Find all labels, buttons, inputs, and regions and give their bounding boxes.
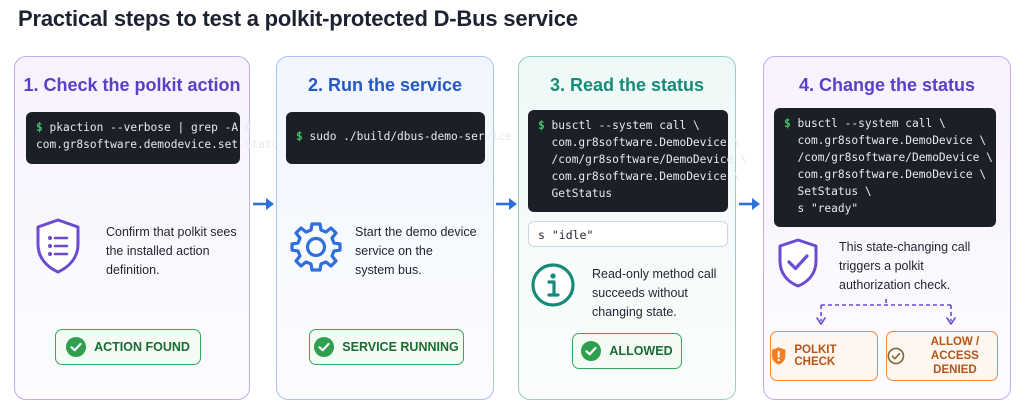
command-line: com.gr8software.DemoDevice \ [551, 170, 741, 183]
step-1-title: 1. Check the polkit action [23, 75, 241, 95]
arrow-right-icon [253, 198, 274, 210]
step-4-card: 4. Change the status $ busctl --system c… [763, 56, 1011, 400]
step-4-description: This state-changing call triggers a polk… [839, 240, 971, 292]
command-line: busctl --system call \ [551, 119, 700, 132]
shield-alert-icon [771, 347, 786, 365]
terminal-prompt: $ [784, 117, 791, 130]
step-3-title: 3. Read the status [549, 75, 705, 95]
command-line: com.gr8software.DemoDevice \ [797, 168, 987, 181]
command-line: s "ready" [797, 202, 859, 215]
shield-check-icon [778, 238, 818, 288]
arrow-right-icon [739, 198, 760, 210]
step-3-description: Read-only method call succeeds without c… [592, 267, 717, 319]
status-badge: ACTION FOUND [55, 329, 201, 365]
allow-denied-badge: ALLOW / ACCESS DENIED [886, 331, 998, 381]
command-line: /com/gr8software/DemoDevice \ [551, 153, 747, 166]
command-line: com.gr8software.DemoDevice \ [797, 134, 987, 147]
check-circle-outline-icon [887, 347, 905, 365]
status-badge: ALLOWED [572, 333, 682, 369]
command-line: SetStatus \ [797, 185, 872, 198]
shield-list-icon [36, 218, 80, 274]
step-2-title: 2. Run the service [307, 75, 463, 95]
status-badge: SERVICE RUNNING [309, 329, 464, 365]
step-2-card: 2. Run the service $ sudo ./build/dbus-d… [276, 56, 512, 400]
step-2-description: Start the demo device service on the sys… [355, 225, 477, 277]
check-circle-icon [581, 341, 602, 361]
command-line: GetStatus [551, 187, 613, 200]
step-4-terminal: $ busctl --system call \ com.gr8software… [774, 108, 996, 227]
branch-connector [816, 299, 956, 325]
command-line: /com/gr8software/DemoDevice \ [797, 151, 993, 164]
command-line: com.gr8software.demodevice.set-status [36, 138, 286, 151]
terminal-prompt: $ [538, 119, 545, 132]
step-1-description: Confirm that polkit sees the installed a… [106, 225, 237, 277]
step-1-terminal: $ pkaction --verbose | grep -A 8 com.gr8… [26, 112, 285, 164]
gear-icon [290, 222, 342, 272]
check-circle-icon [314, 337, 335, 357]
info-icon [531, 263, 575, 307]
command-line: pkaction --verbose | grep -A 8 [49, 121, 252, 134]
polkit-check-badge: POLKIT CHECK [770, 331, 878, 381]
command-line: com.gr8software.DemoDevice \ [551, 136, 741, 149]
arrow-right-icon [496, 198, 517, 210]
step-3-card: 3. Read the status $ busctl --system cal… [518, 56, 747, 400]
command-line: sudo ./build/dbus-demo-service [309, 130, 512, 143]
step-4-title: 4. Change the status [798, 75, 976, 95]
step-2-terminal: $ sudo ./build/dbus-demo-service [286, 112, 512, 164]
step-1-card: 1. Check the polkit action $ pkaction --… [14, 56, 285, 400]
command-output: s "idle" [528, 221, 728, 247]
terminal-prompt: $ [296, 130, 303, 143]
check-circle-icon [66, 337, 87, 357]
command-line: busctl --system call \ [797, 117, 946, 130]
diagram-title: Practical steps to test a polkit-protect… [18, 6, 578, 31]
terminal-prompt: $ [36, 121, 43, 134]
step-3-terminal: $ busctl --system call \ com.gr8software… [528, 110, 747, 212]
